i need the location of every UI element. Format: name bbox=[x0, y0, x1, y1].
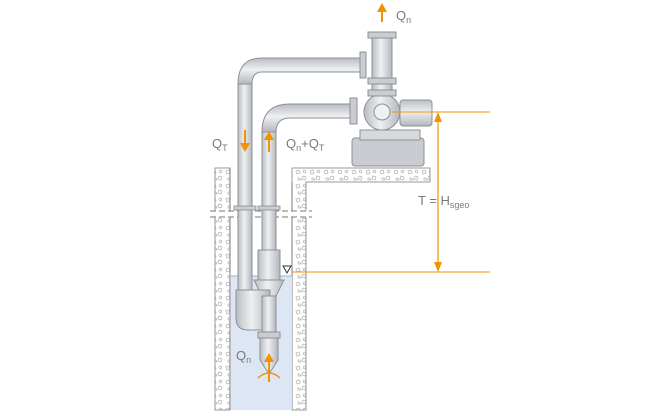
label-qn-bottom: Qn bbox=[236, 348, 251, 365]
ground bbox=[210, 167, 431, 411]
label-height: T = Hsgeo bbox=[418, 193, 469, 210]
flow-arrows bbox=[240, 3, 387, 382]
height-dimension bbox=[292, 111, 490, 273]
label-qn-plus-qt: Qn+QT bbox=[286, 136, 325, 153]
triangle-down-icon bbox=[282, 265, 292, 275]
label-qt: QT bbox=[212, 136, 228, 153]
label-qn-top: Qn bbox=[396, 8, 411, 25]
drive-pipe bbox=[237, 51, 367, 305]
surface-pump bbox=[351, 31, 433, 167]
